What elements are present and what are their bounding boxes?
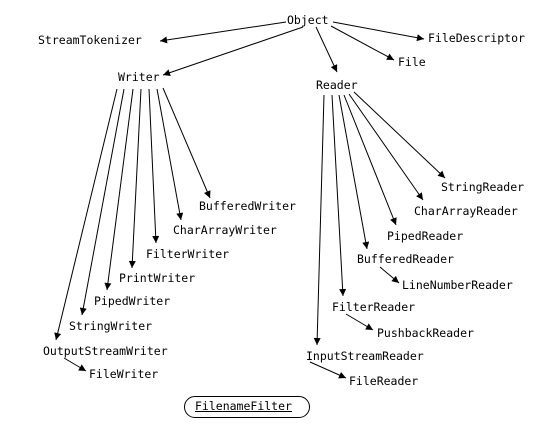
- edge-reader-to-inputstreamreader: [313, 94, 325, 346]
- interface-label: FilenameFilter: [195, 399, 292, 413]
- node-stringreader: StringReader: [441, 180, 525, 194]
- node-pipedwriter: PipedWriter: [94, 294, 171, 308]
- edge-writer-to-bufferedwriter: [162, 87, 211, 199]
- node-bufferedwriter: BufferedWriter: [199, 199, 296, 213]
- edge-reader-to-bufferedreader: [338, 94, 370, 250]
- edge-writer-to-printwriter: [128, 88, 142, 269]
- edge-writer-to-chararraywriter: [156, 88, 184, 221]
- node-filterreader: FilterReader: [332, 300, 416, 314]
- node-filewriter: FileWriter: [89, 367, 159, 381]
- interface-label-part-1: File: [195, 399, 223, 413]
- edge-writer-to-stringwriter: [79, 88, 125, 316]
- node-filedescriptor: FileDescriptor: [428, 31, 525, 45]
- node-object: Object: [287, 13, 329, 27]
- edge-reader-to-chararrayreader: [348, 93, 424, 201]
- edge-object-to-writer: [162, 26, 304, 77]
- node-pushbackreader: PushbackReader: [377, 326, 474, 340]
- interface-label-part-3: Filter: [250, 399, 292, 413]
- edge-object-to-streamtokenizer: [159, 21, 287, 44]
- edge-object-to-filedescriptor: [332, 21, 425, 42]
- node-file: File: [398, 55, 426, 69]
- node-filereader: FileReader: [349, 374, 419, 388]
- edge-filterreader-to-pushbackreader: [345, 313, 374, 331]
- edge-bufferedreader-to-linenumberreader: [379, 266, 400, 284]
- edge-writer-to-pipedwriter: [104, 88, 134, 291]
- interface-pill-shape: [184, 396, 310, 418]
- edge-object-to-file: [330, 25, 395, 61]
- edge-outputstreamwriter-to-filewriter: [63, 357, 87, 372]
- node-writer: Writer: [118, 70, 160, 84]
- interface-label-part-2: name: [222, 399, 251, 413]
- edge-reader-to-filterreader: [331, 94, 347, 297]
- edge-writer-to-outputstreamwriter: [54, 88, 118, 341]
- node-linenumberreader: LineNumberReader: [402, 278, 513, 292]
- node-inputstreamreader: InputStreamReader: [306, 349, 424, 363]
- node-stringwriter: StringWriter: [69, 319, 153, 333]
- node-printwriter: PrintWriter: [119, 271, 196, 285]
- edge-inputstreamreader-to-filereader: [309, 361, 347, 379]
- edge-object-to-reader: [315, 26, 338, 73]
- node-filterwriter: FilterWriter: [146, 247, 230, 261]
- node-chararrayreader: CharArrayReader: [414, 204, 518, 218]
- node-outputstreamwriter: OutputStreamWriter: [43, 344, 168, 358]
- node-pipedreader: PipedReader: [387, 229, 464, 243]
- node-streamtokenizer: StreamTokenizer: [38, 33, 142, 47]
- node-bufferedreader: BufferedReader: [357, 252, 454, 266]
- node-chararraywriter: CharArrayWriter: [173, 223, 277, 237]
- edge-reader-to-pipedreader: [343, 94, 397, 226]
- node-reader: Reader: [316, 78, 358, 92]
- edge-reader-to-stringreader: [353, 91, 446, 179]
- edge-writer-to-filterwriter: [148, 88, 160, 244]
- interface-node-filenamefilter: FilenameFilter: [184, 396, 310, 418]
